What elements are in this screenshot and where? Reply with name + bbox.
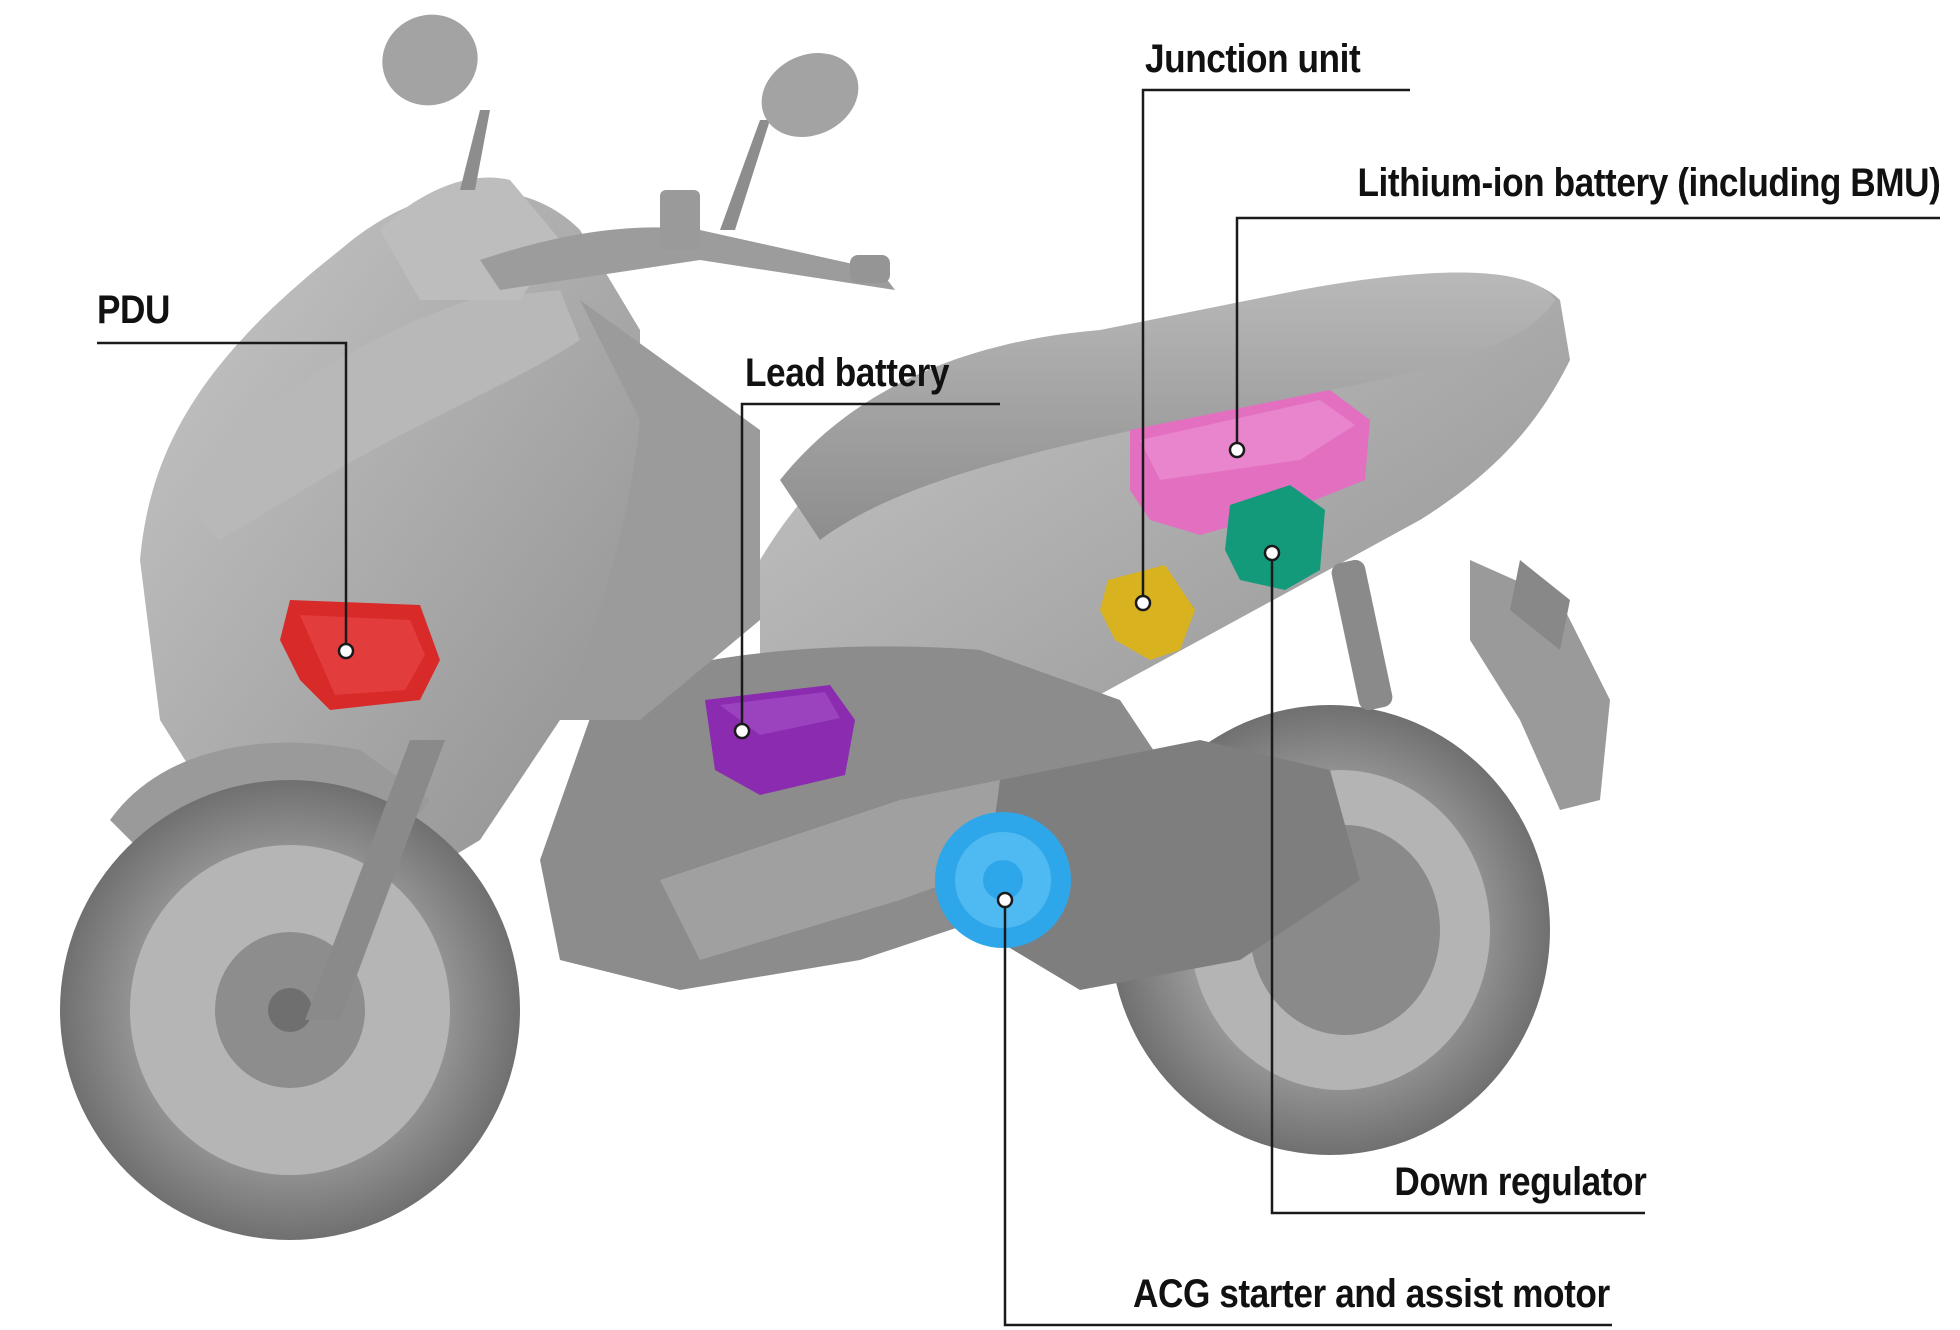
label-lithium-ion-battery: Lithium-ion battery (including BMU) xyxy=(1357,161,1940,205)
anchor-dots xyxy=(337,441,1281,909)
anchor-dot-junction-unit xyxy=(1134,594,1152,612)
anchor-dot-down-regulator xyxy=(1263,544,1281,562)
label-junction-unit: Junction unit xyxy=(1145,37,1361,81)
rear-shock xyxy=(1331,559,1393,711)
label-acg-motor: ACG starter and assist motor xyxy=(1133,1272,1610,1316)
rear-fender xyxy=(1470,560,1610,810)
leader-line-down-regulator xyxy=(1270,553,1645,1215)
front-cowl xyxy=(180,290,580,540)
leader-line-junction-unit xyxy=(1141,88,1410,603)
anchor-dot-acg-motor xyxy=(996,891,1014,909)
handlebar-assembly xyxy=(382,14,895,290)
label-lead-battery: Lead battery xyxy=(745,351,950,395)
anchor-dot-lead-battery xyxy=(733,722,751,740)
front-wheel xyxy=(60,780,520,1240)
leg-shield-inner xyxy=(560,300,760,720)
pdu-unit xyxy=(280,600,440,710)
junction-unit-part xyxy=(1100,565,1195,660)
down-regulator-unit xyxy=(1225,485,1325,590)
tail-lamp xyxy=(1510,560,1570,650)
leader-line-pdu xyxy=(97,341,348,651)
leader-line-lead-battery xyxy=(740,402,1000,731)
seat xyxy=(780,272,1555,540)
leader-line-acg-motor xyxy=(1003,900,1612,1327)
engine-swingarm xyxy=(980,740,1360,990)
lithium-ion-battery-unit xyxy=(1130,390,1370,535)
label-down-regulator: Down regulator xyxy=(1394,1160,1646,1204)
anchor-dot-pdu xyxy=(337,642,355,660)
leader-line-lithium-ion-battery xyxy=(1235,216,1940,450)
acg-motor-unit xyxy=(935,812,1071,948)
label-pdu: PDU xyxy=(97,288,170,332)
anchor-dot-lithium-ion-battery xyxy=(1228,441,1246,459)
front-fork xyxy=(305,740,445,1020)
leader-lines xyxy=(97,88,1940,1327)
